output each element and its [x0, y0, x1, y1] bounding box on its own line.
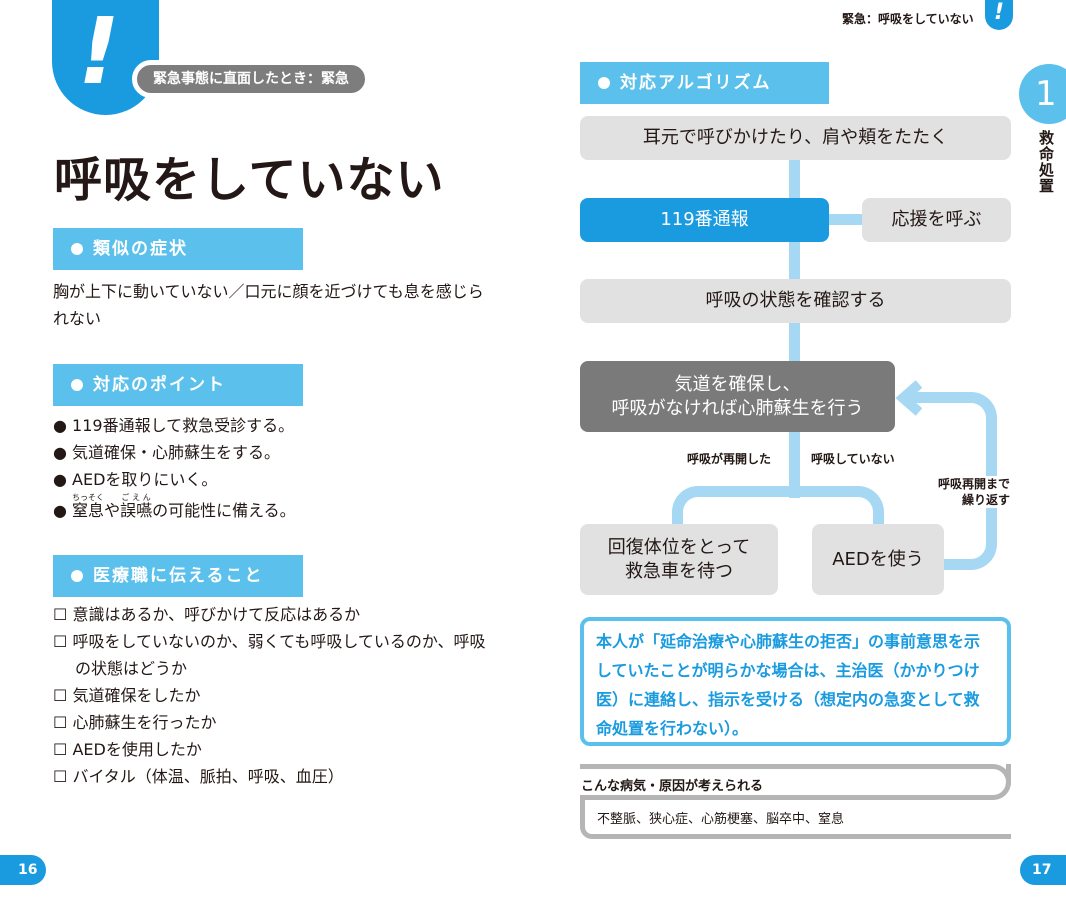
ruby-word: 誤嚥ごえん [120, 493, 153, 520]
checklist-item: ☐ AEDを使用したか [53, 740, 202, 759]
chapter-number: 1 [1019, 64, 1066, 124]
section-heading-report: 医療職に伝えること [53, 555, 303, 597]
exclamation-icon: ! [78, 0, 120, 105]
bullet-icon [71, 570, 83, 582]
text: や [104, 501, 121, 520]
item-text: AEDを使用したか [72, 740, 202, 759]
furigana: ちっそく [72, 493, 105, 502]
points-list: ● 119番通報して救急受診する。 ● 気道確保・心肺蘇生をする。 ● AEDを… [53, 412, 498, 524]
causes-list: 不整脈、狭心症、心筋梗塞、脳卒中、窒息 [597, 812, 845, 827]
line: 呼吸再開まで [937, 477, 1010, 491]
arrow-left-icon [895, 380, 923, 416]
page-number-left: 16 [0, 855, 46, 885]
flow-step-recovery: 回復体位をとって救急車を待つ [580, 524, 778, 595]
page-number-right: 17 [1020, 855, 1066, 885]
flow-connector [789, 158, 800, 498]
advance-directive-note: 本人が「延命治療や心肺蘇生の拒否」の事前意思を示していたことが明らかな場合は、主… [580, 617, 1011, 746]
bullet-icon [598, 77, 610, 89]
item-text: 気道確保をしたか [72, 686, 201, 705]
running-header: 緊急：呼吸をしていない [842, 12, 974, 26]
exclamation-icon: ! [985, 0, 1013, 30]
branch-connector [672, 486, 884, 536]
ruby-word: 窒息ちっそく [72, 493, 105, 520]
causes-heading: こんな病気・原因が考えられる [581, 779, 764, 794]
list-item: ● 気道確保・心肺蘇生をする。 [53, 443, 281, 462]
flow-step-aed: AEDを使う [812, 524, 944, 595]
flow-step-call-help: 応援を呼ぶ [862, 198, 1011, 242]
line: 気道を確保し、 [674, 373, 801, 395]
section-heading-similar: 類似の症状 [53, 228, 303, 270]
chapter-title: 救命処置 [1037, 130, 1055, 194]
flow-connector [828, 214, 864, 225]
flow-step-119: 119番通報 [580, 198, 829, 242]
item-text: AEDを取りにいく。 [72, 470, 218, 489]
line: 回復体位をとって [607, 536, 751, 558]
item-text: 心肺蘇生を行ったか [72, 713, 217, 732]
flow-step-check-breathing: 呼吸の状態を確認する [580, 279, 1011, 323]
item-text: 意識はあるか、呼びかけて反応はあるか [72, 605, 361, 624]
item-text: 呼吸をしていないのか、弱くても呼吸しているのか、呼吸の状態はどうか [72, 632, 486, 678]
checklist-item: ☐ 気道確保をしたか [53, 686, 201, 705]
line: 救急車を待つ [625, 560, 733, 582]
heading-text: 類似の症状 [93, 239, 188, 259]
heading-text: 医療職に伝えること [93, 566, 264, 586]
causes-frame-top-bottom [580, 764, 1011, 800]
heading-text: 対応のポイント [93, 375, 226, 395]
causes-frame-bottom [580, 797, 1011, 839]
word: 誤嚥 [120, 501, 153, 520]
list-item: ● AEDを取りにいく。 [53, 470, 218, 489]
bullet-icon [71, 379, 83, 391]
list-item: ● 119番通報して救急受診する。 [53, 416, 295, 435]
word: 窒息 [72, 501, 105, 520]
list-item: ● 窒息ちっそくや誤嚥ごえんの可能性に備える。 [53, 493, 296, 520]
heading-text: 対応アルゴリズム [620, 73, 772, 93]
section-heading-points: 対応のポイント [53, 364, 303, 406]
flow-step-call-out: 耳元で呼びかけたり、肩や頬をたたく [580, 116, 1011, 160]
checklist-item: ☐ バイタル（体温、脈拍、呼吸、血圧） [53, 767, 344, 786]
item-text: バイタル（体温、脈拍、呼吸、血圧） [72, 767, 344, 786]
page-title: 呼吸をしていない [54, 152, 445, 208]
flow-step-cpr: 気道を確保し、呼吸がなければ心肺蘇生を行う [580, 361, 895, 432]
checklist-item: ☐ 心肺蘇生を行ったか [53, 713, 217, 732]
loop-label: 呼吸再開まで繰り返す [930, 476, 1010, 508]
report-checklist: ☐ 意識はあるか、呼びかけて反応はあるか ☐ 呼吸をしていないのか、弱くても呼吸… [53, 601, 498, 790]
exclamation-tab [52, 0, 159, 115]
item-text: 119番通報して救急受診する。 [72, 416, 295, 435]
item-text: 気道確保・心肺蘇生をする。 [72, 443, 281, 462]
furigana: ごえん [120, 493, 153, 502]
similar-symptoms-text: 胸が上下に動いていない／口元に顔を近づけても息を感じられない [53, 282, 484, 328]
branch-label-not-breathing: 呼吸していない [811, 452, 895, 466]
algorithm-heading: 対応アルゴリズム [580, 62, 829, 104]
checklist-item: ☐ 意識はあるか、呼びかけて反応はあるか [53, 605, 361, 624]
line: 繰り返す [961, 493, 1010, 507]
category-pill: 緊急事態に直面したとき：緊急 [132, 60, 370, 98]
text: の可能性に備える。 [152, 501, 296, 520]
line: 呼吸がなければ心肺蘇生を行う [611, 397, 864, 419]
bullet-icon [71, 243, 83, 255]
checklist-item: ☐ 呼吸をしていないのか、弱くても呼吸しているのか、呼吸の状態はどうか [53, 632, 486, 678]
branch-label-resumed: 呼吸が再開した [687, 452, 772, 466]
